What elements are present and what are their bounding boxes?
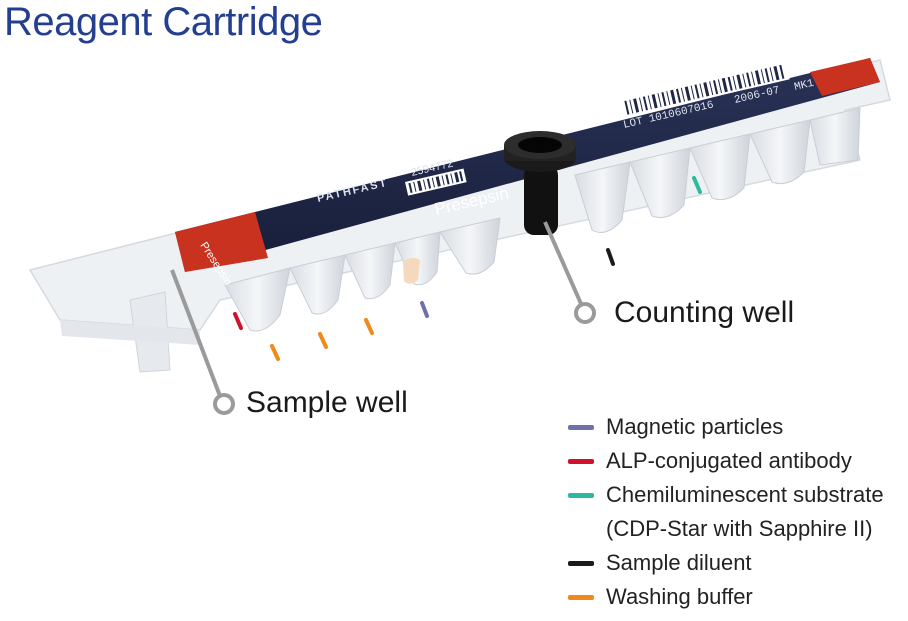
cartridge-code: MK1 <box>793 78 815 94</box>
legend-swatch <box>568 492 594 498</box>
marker-washing-buffer-2 <box>318 332 328 349</box>
legend-swatch <box>568 560 594 566</box>
legend-swatch <box>568 594 594 600</box>
marker-alp-antibody <box>233 312 243 330</box>
marker-magnetic-particles <box>420 301 429 318</box>
legend-item: Washing buffer <box>568 580 884 614</box>
marker-sample-diluent <box>606 248 615 266</box>
sample-well-label: Sample well <box>246 386 408 419</box>
barcode-main <box>620 61 790 118</box>
legend-label: Washing buffer <box>606 584 753 609</box>
legend-item: ALP-conjugated antibody <box>568 444 884 478</box>
legend-item: Sample diluent <box>568 546 884 580</box>
barcode-small <box>405 168 467 196</box>
wells <box>224 107 861 332</box>
marker-washing-buffer-1 <box>270 344 280 361</box>
counting-well <box>504 131 576 235</box>
marker-chemiluminescent <box>692 176 702 194</box>
sample-well-pointer <box>170 269 235 415</box>
legend-label: Chemiluminescent substrate <box>606 482 884 507</box>
counting-well-pointer <box>543 221 596 324</box>
legend-item: (CDP-Star with Sapphire II) <box>568 512 884 546</box>
well-markers <box>233 176 702 361</box>
page-title: Reagent Cartridge <box>4 0 323 44</box>
legend-label: (CDP-Star with Sapphire II) <box>606 516 873 541</box>
legend-item: Magnetic particles <box>568 410 884 444</box>
legend-label: ALP-conjugated antibody <box>606 448 852 473</box>
legend-label: Magnetic particles <box>606 414 784 439</box>
counting-well-label: Counting well <box>614 296 795 329</box>
marker-washing-buffer-3 <box>364 318 374 335</box>
legend-swatch <box>568 458 594 464</box>
legend-item: Chemiluminescent substrate <box>568 478 884 512</box>
legend-label: Sample diluent <box>606 550 752 575</box>
legend-swatch <box>568 424 594 430</box>
